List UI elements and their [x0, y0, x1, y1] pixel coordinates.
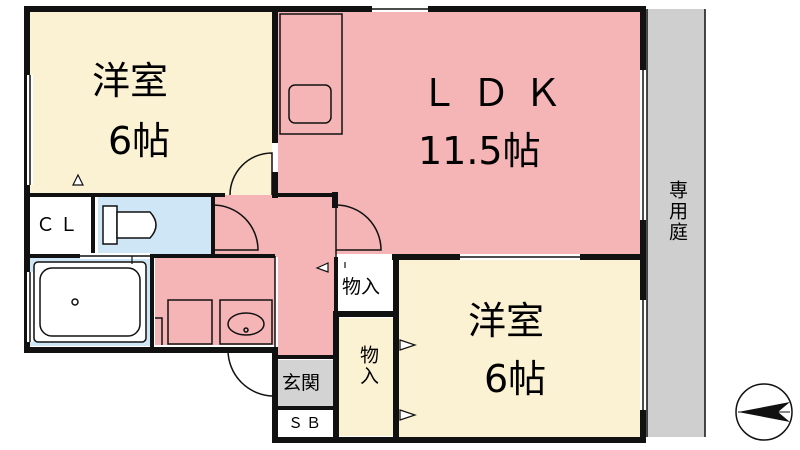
washroom-floor	[155, 257, 275, 345]
door-swings	[155, 152, 382, 397]
western-room-a-floor	[30, 12, 272, 195]
shoe-box-floor	[278, 410, 334, 437]
private-garden-label: 専用庭	[666, 180, 688, 243]
storage-lower-floor	[338, 318, 394, 436]
closet-floor	[30, 198, 90, 253]
garden-area	[647, 9, 705, 437]
shoe-box-label: ＳＢ	[288, 414, 325, 432]
ldk-name: ＬＤＫ	[420, 71, 577, 115]
storage-upper-floor	[338, 260, 394, 310]
corridor-floor	[278, 257, 335, 357]
washing-machine-space	[167, 299, 213, 345]
ldk-floor	[278, 12, 640, 254]
ldk-size: 11.5帖	[418, 129, 541, 173]
western-room-b-floor	[398, 260, 640, 437]
bathtub-fixture	[33, 261, 147, 343]
storage-lower-label: 物入	[357, 345, 379, 387]
western-room-a-size: 6帖	[108, 119, 171, 163]
closet-label: ＣＬ	[36, 214, 83, 236]
kitchen-counter	[279, 13, 343, 135]
entrance-label: 玄関	[282, 372, 321, 394]
washbasin-fixture	[219, 299, 273, 345]
compass-arrow-icon	[735, 383, 793, 441]
outer-wall	[24, 6, 646, 443]
western-room-a-name: 洋室	[92, 59, 169, 103]
toilet-fixture	[102, 205, 157, 245]
western-room-b-name: 洋室	[468, 299, 545, 343]
entrance-floor	[278, 360, 334, 407]
western-room-b-size: 6帖	[484, 357, 547, 401]
windows	[27, 6, 646, 410]
hallway-floor	[213, 195, 335, 257]
storage-upper-label: 物入	[342, 276, 381, 298]
